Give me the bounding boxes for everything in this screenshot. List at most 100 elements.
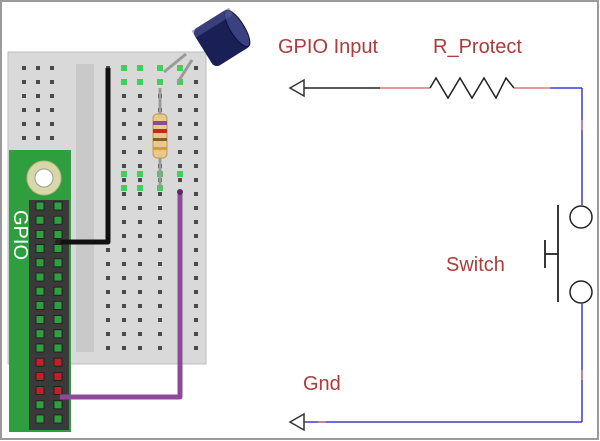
breadboard-hole — [50, 80, 54, 84]
breadboard-hole — [138, 108, 142, 112]
breadboard-hole — [138, 192, 142, 196]
capacitor-highlight — [191, 7, 234, 38]
resistor-band-2 — [153, 129, 167, 133]
breadboard-center-channel — [76, 64, 94, 352]
breadboard-hole — [138, 346, 142, 350]
gpio-pin — [53, 400, 63, 410]
gpio-pin — [53, 229, 63, 239]
breadboard-hole — [194, 136, 198, 140]
breadboard-hole — [158, 318, 162, 322]
push-button-switch-icon — [544, 205, 593, 304]
breadboard-hole — [138, 94, 142, 98]
breadboard-hole — [158, 192, 162, 196]
breadboard-hole — [194, 290, 198, 294]
breadboard-hole — [50, 108, 54, 112]
breadboard-hole — [158, 276, 162, 280]
breadboard-hole — [138, 178, 142, 182]
gpio-pin — [35, 357, 45, 367]
breadboard-hole — [50, 136, 54, 140]
breadboard-hole — [50, 94, 54, 98]
breadboard-hole — [138, 332, 142, 336]
breadboard-hole — [158, 290, 162, 294]
gpio-pin — [35, 272, 45, 282]
purple-wire-end — [177, 189, 183, 195]
breadboard-hole — [138, 164, 142, 168]
gpio-pin — [53, 371, 63, 381]
breadboard-hole — [158, 248, 162, 252]
resistor-band-1 — [153, 121, 167, 125]
breadboard-hole — [36, 108, 40, 112]
gpio-pin — [53, 244, 63, 254]
breadboard-hole — [122, 290, 126, 294]
breadboard-hole — [178, 178, 182, 182]
breadboard-hole — [138, 150, 142, 154]
breadboard-hole — [122, 332, 126, 336]
gpio-pin — [53, 215, 63, 225]
breadboard-hole — [22, 122, 26, 126]
breadboard-hole — [122, 94, 126, 98]
gpio-pin — [53, 414, 63, 424]
breadboard-hole — [138, 206, 142, 210]
black-wire-end — [55, 239, 61, 245]
breadboard-hole — [194, 332, 198, 336]
breadboard-hole — [138, 290, 142, 294]
breadboard-hole — [122, 122, 126, 126]
breadboard-hole — [158, 346, 162, 350]
gpio-pin — [35, 201, 45, 211]
breadboard-hole — [194, 346, 198, 350]
breadboard-hole — [178, 136, 182, 140]
gpio-pins — [35, 201, 63, 424]
breadboard-hole — [106, 346, 110, 350]
breadboard-hole — [158, 234, 162, 238]
breadboard-hole — [122, 318, 126, 322]
connected-hole — [137, 171, 143, 177]
breadboard-hole — [122, 192, 126, 196]
gpio-pin — [35, 400, 45, 410]
breadboard-hole — [122, 346, 126, 350]
breadboard-hole — [194, 234, 198, 238]
connected-hole — [157, 65, 163, 71]
breadboard-hole — [122, 150, 126, 154]
breadboard-hole — [122, 234, 126, 238]
connected-hole — [137, 185, 143, 191]
breadboard-hole — [194, 122, 198, 126]
gpio-header-label: GPIO — [9, 210, 31, 260]
gpio-pin — [53, 300, 63, 310]
gpio-pin — [35, 244, 45, 254]
breadboard-hole — [122, 178, 126, 182]
mounting-hole-center — [34, 168, 54, 188]
electrolytic-capacitor — [163, 7, 251, 83]
gpio-pin — [53, 258, 63, 268]
breadboard-hole — [158, 206, 162, 210]
breadboard-hole — [194, 66, 198, 70]
gpio-pin — [53, 286, 63, 296]
gpio-pin — [35, 300, 45, 310]
breadboard-hole — [194, 304, 198, 308]
ground-arrow-icon — [288, 412, 305, 432]
breadboard-hole — [194, 262, 198, 266]
breadboard-hole — [106, 262, 110, 266]
breadboard-hole — [106, 318, 110, 322]
gpio-pin — [35, 286, 45, 296]
breadboard-hole — [138, 220, 142, 224]
breadboard-hole — [122, 220, 126, 224]
breadboard-hole — [158, 332, 162, 336]
connected-hole — [157, 79, 163, 85]
gpio-pin — [53, 315, 63, 325]
breadboard-hole — [178, 122, 182, 126]
connected-hole — [121, 79, 127, 85]
gpio-pin — [35, 215, 45, 225]
switch-label: Switch — [446, 254, 505, 276]
breadboard-hole — [138, 234, 142, 238]
breadboard-hole — [138, 276, 142, 280]
connected-hole — [137, 65, 143, 71]
breadboard-hole — [106, 304, 110, 308]
gpio-pin — [53, 343, 63, 353]
gpio-pin — [53, 201, 63, 211]
breadboard-hole — [138, 262, 142, 266]
breadboard-hole — [22, 66, 26, 70]
breadboard-hole — [22, 108, 26, 112]
resistor-body — [152, 113, 168, 159]
breadboard-hole — [194, 178, 198, 182]
